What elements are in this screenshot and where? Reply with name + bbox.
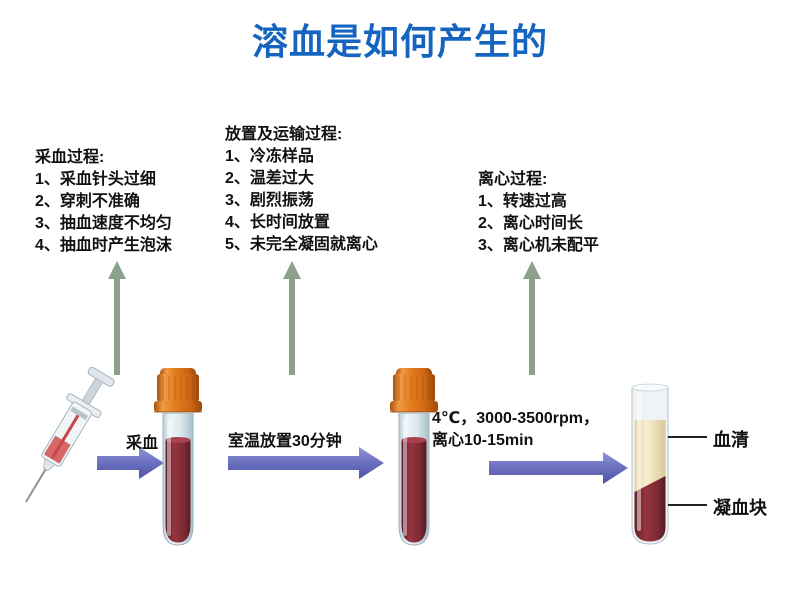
draw-step-label: 采血 (125, 435, 158, 452)
transport-cause-item: 1、冷冻样品 (225, 148, 314, 165)
blood-tube-after-rest (389, 367, 439, 546)
transport-cause-list: 放置及运输过程: 1、冷冻样品 2、温差过大 3、剧烈振荡 4、长时间放置 5、… (225, 124, 378, 256)
centrifuge-cause-item: 1、转速过高 (478, 193, 567, 210)
centrifuge-cause-heading: 离心过程: (478, 171, 548, 188)
serum-label: 血清 (713, 430, 749, 450)
transport-cause-item: 3、剧烈振荡 (225, 192, 314, 209)
transport-cause-item: 5、未完全凝固就离心 (225, 236, 378, 253)
centrifuge-cause-item: 2、离心时间长 (478, 215, 583, 232)
centrifuge-step-label-line1: 4℃，3000-3500rpm， (432, 410, 600, 427)
page-title: 溶血是如何产生的 (251, 21, 548, 62)
flow-arrow-centrifuge (489, 452, 628, 484)
transport-cause-item: 4、长时间放置 (225, 214, 330, 231)
up-arrow-collection (108, 261, 126, 375)
collection-cause-list: 采血过程: 1、采血针头过细 2、穿刺不准确 3、抽血速度不均匀 4、抽血时产生… (35, 147, 172, 257)
collection-cause-heading: 采血过程: (35, 149, 105, 166)
blood-tube-after-draw (153, 367, 203, 546)
centrifuge-cause-item: 3、离心机未配平 (478, 237, 599, 254)
transport-cause-heading: 放置及运输过程: (225, 126, 343, 143)
transport-cause-item: 2、温差过大 (225, 170, 314, 187)
flow-arrow-rest (228, 447, 384, 479)
centrifuge-step-label: 4℃，3000-3500rpm， 离心10-15min (432, 408, 599, 452)
flow-arrow-draw (97, 447, 164, 479)
up-arrow-centrifuge (523, 261, 541, 375)
syringe-icon (25, 366, 115, 503)
up-arrow-transport (283, 261, 301, 375)
collection-cause-item: 4、抽血时产生泡沫 (35, 237, 172, 254)
serum-layer (634, 420, 666, 492)
collection-cause-item: 1、采血针头过细 (35, 171, 156, 188)
clot-layer (634, 476, 666, 542)
clot-label: 凝血块 (713, 498, 767, 518)
centrifuge-step-label-line2: 离心10-15min (432, 432, 534, 449)
centrifuge-cause-list: 离心过程: 1、转速过高 2、离心时间长 3、离心机未配平 (478, 169, 599, 257)
collection-cause-item: 3、抽血速度不均匀 (35, 215, 172, 232)
collection-cause-item: 2、穿刺不准确 (35, 193, 140, 210)
separated-tube (631, 383, 669, 545)
rest-step-label: 室温放置30分钟 (228, 433, 342, 450)
